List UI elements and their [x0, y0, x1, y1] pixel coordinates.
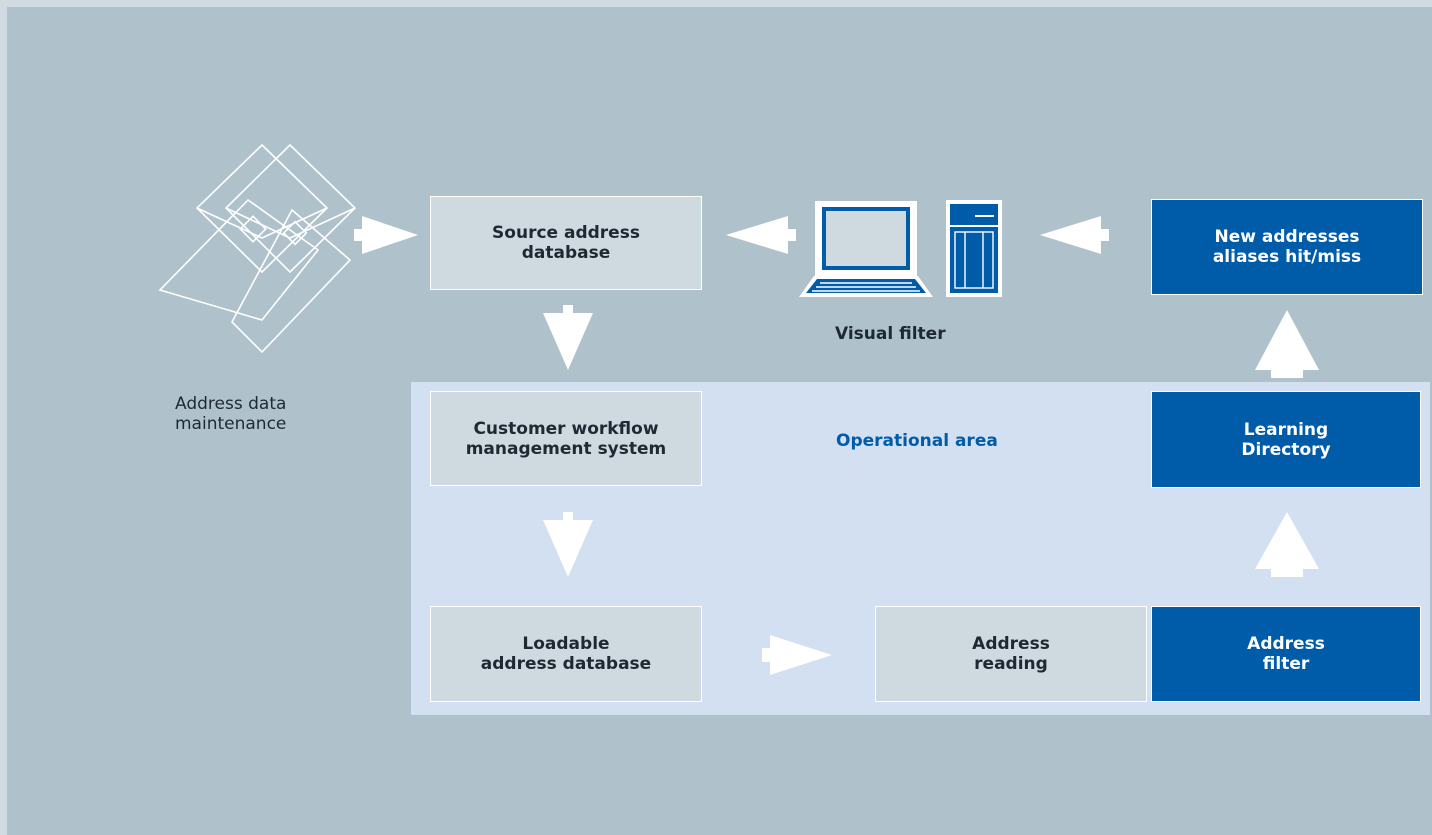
- arrows: [354, 216, 1319, 675]
- source-address-database-box: Source address database: [430, 196, 702, 290]
- customer-workflow-box: Customer workflow management system: [430, 391, 702, 486]
- learning-directory-box: Learning Directory: [1151, 391, 1421, 488]
- server-tower-icon: [946, 200, 1002, 297]
- loadable-address-database-box: Loadable address database: [430, 606, 702, 702]
- arrow-icon: [1255, 310, 1319, 378]
- arrow-icon: [1040, 216, 1109, 254]
- laptop-icon: [799, 201, 933, 297]
- arrow-icon: [543, 305, 593, 370]
- envelopes-icon: [158, 143, 357, 354]
- arrow-icon: [354, 216, 418, 254]
- new-addresses-box: New addresses aliases hit/miss: [1151, 199, 1423, 295]
- arrow-icon: [762, 635, 832, 675]
- arrow-icon: [1255, 512, 1319, 577]
- arrow-icon: [543, 512, 593, 577]
- address-filter-box: Address filter: [1151, 606, 1421, 702]
- visual-filter-label: Visual filter: [835, 324, 946, 344]
- address-data-maintenance-label: Address data maintenance: [175, 394, 287, 434]
- address-reading-box: Address reading: [875, 606, 1147, 702]
- arrow-icon: [726, 216, 796, 254]
- operational-area-label: Operational area: [836, 431, 998, 451]
